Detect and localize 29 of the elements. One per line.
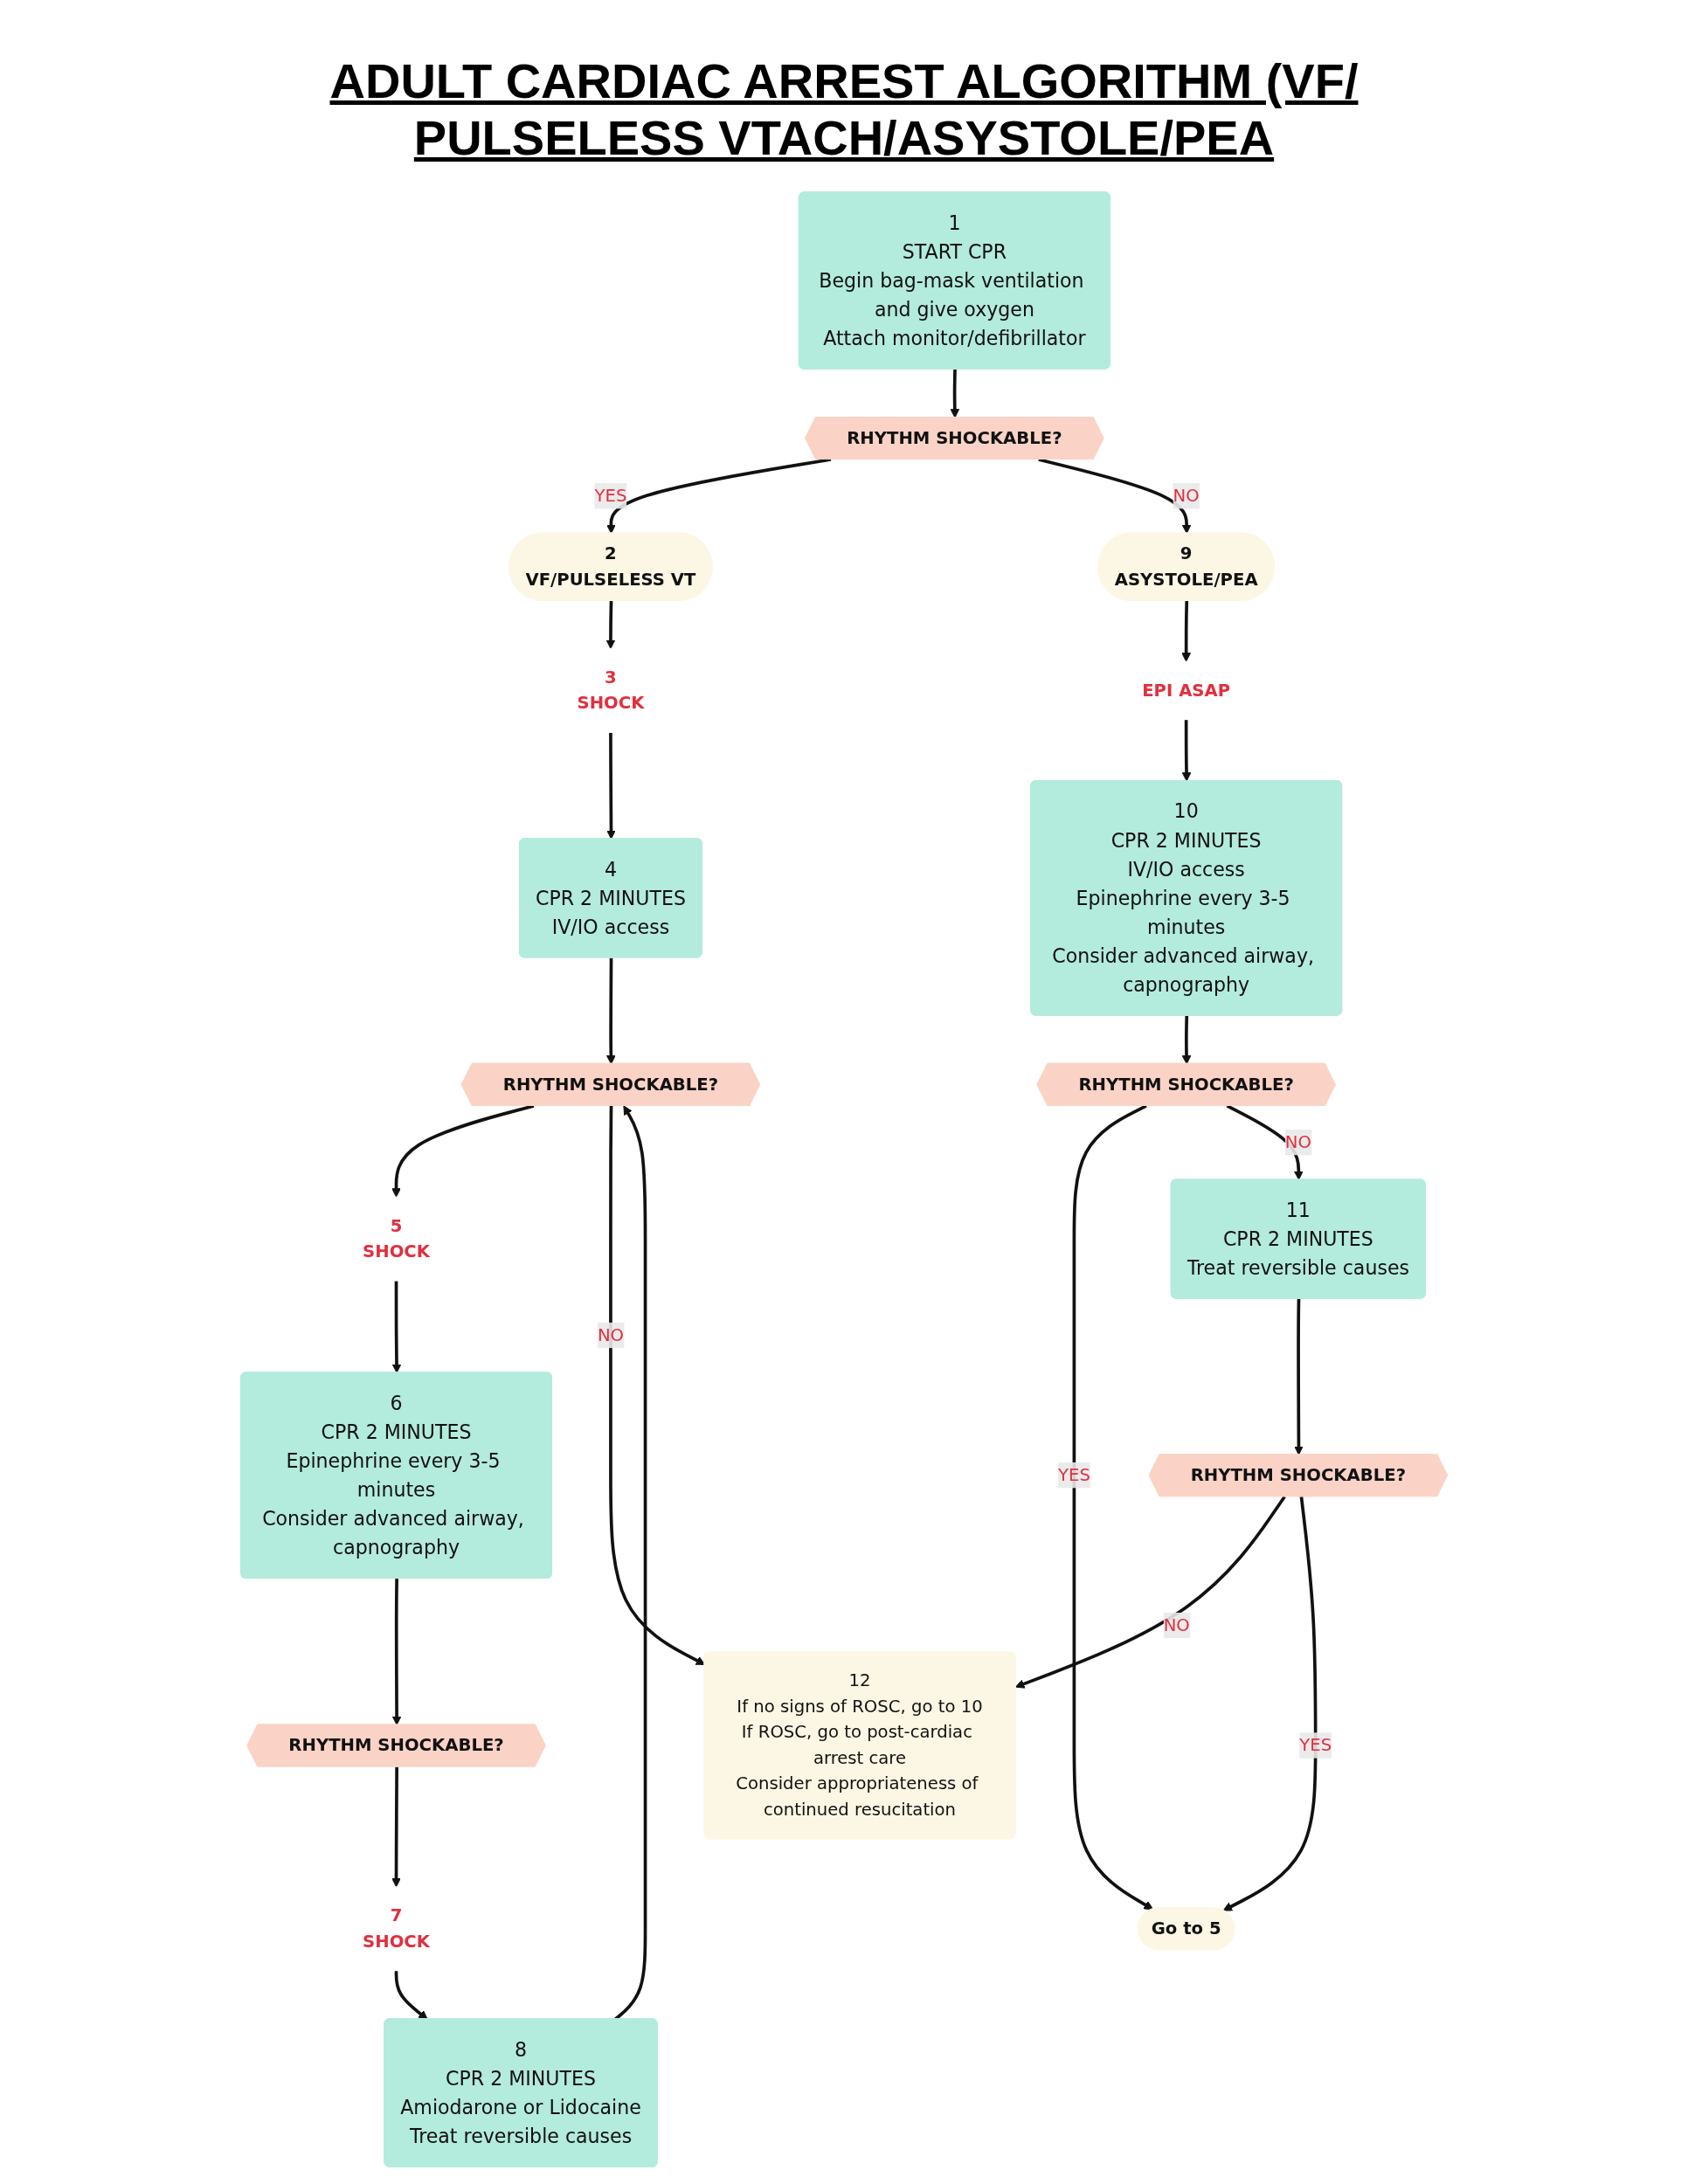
arrow: [391, 1280, 402, 1373]
arrow: [394, 1970, 428, 2020]
arrow: [1181, 600, 1192, 662]
edge-label: YES: [1057, 1464, 1090, 1485]
arrow: [391, 1766, 401, 1888]
arrow: [1222, 1496, 1318, 1911]
arrow: [1181, 1015, 1192, 1065]
edge-label: NO: [597, 1324, 625, 1345]
arrow: [1015, 1496, 1286, 1689]
node-text: 3 SHOCK: [577, 667, 645, 714]
node-text: EPI ASAP: [1142, 680, 1231, 701]
edge-label: NO: [1284, 1131, 1311, 1152]
diagram-title: ADULT CARDIAC ARREST ALGORITHM (VF/ PULSELESS VTACH/ASYSTOLE/PEA: [329, 52, 1359, 166]
arrow: [606, 732, 616, 840]
arrow: [1072, 1104, 1154, 1911]
edge-label: YES: [594, 485, 627, 506]
arrow: [1181, 719, 1192, 782]
edge-label: NO: [1163, 1614, 1190, 1635]
arrow: [605, 957, 616, 1065]
node-text: 7 SHOCK: [363, 1904, 430, 1952]
arrow: [605, 600, 616, 650]
arrow: [1038, 458, 1192, 535]
arrow: [950, 369, 960, 418]
node-text: 5 SHOCK: [363, 1215, 430, 1261]
edge-label: NO: [1173, 485, 1200, 506]
arrow: [606, 458, 832, 535]
edge-label: YES: [1299, 1734, 1332, 1755]
arrow: [391, 1104, 535, 1198]
arrow: [1294, 1298, 1304, 1455]
